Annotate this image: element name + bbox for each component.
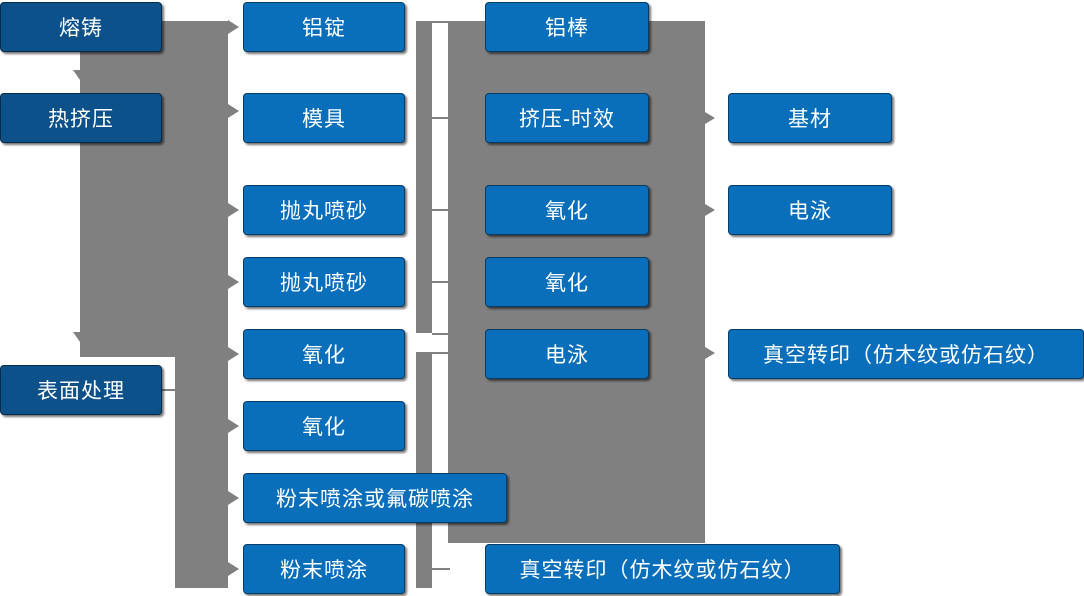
node-paowan-pensha-2-label: 抛丸喷砂	[280, 272, 368, 295]
node-dianyong-col3[interactable]: 电泳	[485, 329, 649, 379]
node-zhenkong-zhuanyin-col4-label: 真空转印（仿木纹或仿石纹）	[763, 344, 1049, 367]
arrow-to-zhenkong-2	[705, 347, 715, 359]
node-yanghua-col3-1[interactable]: 氧化	[485, 185, 649, 235]
node-rejiya-label: 热挤压	[48, 108, 114, 131]
spine-tick-7	[432, 568, 450, 570]
node-dianyong-col4[interactable]: 电泳	[728, 185, 892, 235]
node-muju-label: 模具	[302, 108, 346, 131]
node-zhenkong-zhuanyin-col3-label: 真空转印（仿木纹或仿石纹）	[519, 559, 806, 582]
node-lvding-label: 铝锭	[302, 17, 346, 40]
mid-spine-upper	[416, 21, 432, 333]
link-surface-treatment-to-band	[162, 389, 178, 391]
arrow-to-fenmo	[228, 562, 239, 576]
arrow-to-paowan-1	[228, 203, 239, 217]
node-jiya-shixiao-label: 挤压-时效	[519, 108, 615, 131]
node-jicai-label: 基材	[788, 108, 832, 131]
node-yanghua-col2-1-label: 氧化	[302, 344, 346, 367]
node-jicai[interactable]: 基材	[728, 93, 892, 143]
node-lvbang-label: 铝棒	[545, 17, 589, 40]
node-dianyong-col4-label: 电泳	[788, 200, 832, 223]
spine-tick-3	[432, 209, 450, 211]
node-yanghua-col3-2[interactable]: 氧化	[485, 257, 649, 307]
arrow-to-jicai	[705, 112, 715, 124]
left-wide-band	[80, 21, 175, 357]
spine-tick-6	[432, 352, 450, 354]
left-narrow-band	[175, 21, 228, 588]
node-muju[interactable]: 模具	[243, 93, 405, 143]
node-rejiya[interactable]: 热挤压	[0, 93, 162, 143]
node-lvbang[interactable]: 铝棒	[485, 2, 649, 52]
arrow-to-fenmo-huotan	[228, 491, 239, 505]
arrow-to-muju	[228, 104, 239, 118]
node-yanghua-col2-1[interactable]: 氧化	[243, 329, 405, 379]
arrow-to-dianyong-2	[705, 204, 715, 216]
arrow-down-to-surface-treatment	[73, 332, 87, 342]
node-zhenkong-zhuanyin-col4[interactable]: 真空转印（仿木纹或仿石纹）	[728, 329, 1084, 379]
node-yanghua-col2-2[interactable]: 氧化	[243, 401, 405, 451]
node-fenmo-huotan-pentu-label: 粉末喷涂或氟碳喷涂	[276, 488, 474, 511]
arrow-to-yanghua-2	[228, 419, 239, 433]
node-lvding[interactable]: 铝锭	[243, 2, 405, 52]
node-jiya-shixiao[interactable]: 挤压-时效	[485, 93, 649, 143]
spine-tick-5	[432, 333, 450, 335]
spine-tick-4	[432, 281, 450, 283]
arrow-down-to-hot-extrusion	[73, 70, 87, 80]
node-dianyong-col3-label: 电泳	[545, 344, 589, 367]
spine-tick-2	[432, 117, 450, 119]
node-fenmo-pentu[interactable]: 粉末喷涂	[243, 544, 405, 594]
node-yanghua-col3-2-label: 氧化	[545, 272, 589, 295]
node-yanghua-col3-1-label: 氧化	[545, 200, 589, 223]
node-biaomian-chuli-label: 表面处理	[37, 380, 125, 403]
mid-spine-lower	[416, 352, 432, 588]
arrow-to-lvding	[228, 20, 239, 34]
node-zhenkong-zhuanyin-col3[interactable]: 真空转印（仿木纹或仿石纹）	[485, 544, 840, 594]
node-paowan-pensha-2[interactable]: 抛丸喷砂	[243, 257, 405, 307]
node-yanghua-col2-2-label: 氧化	[302, 416, 346, 439]
node-rongzhu[interactable]: 熔铸	[0, 2, 162, 52]
arrow-to-yanghua-1	[228, 347, 239, 361]
node-fenmo-huotan-pentu[interactable]: 粉末喷涂或氟碳喷涂	[243, 473, 507, 523]
node-paowan-pensha-1[interactable]: 抛丸喷砂	[243, 185, 405, 235]
node-paowan-pensha-1-label: 抛丸喷砂	[280, 200, 368, 223]
spine-tick-1	[432, 21, 450, 23]
arrow-to-paowan-2	[228, 275, 239, 289]
node-biaomian-chuli[interactable]: 表面处理	[0, 365, 162, 415]
node-fenmo-pentu-label: 粉末喷涂	[280, 559, 368, 582]
node-rongzhu-label: 熔铸	[59, 17, 103, 40]
